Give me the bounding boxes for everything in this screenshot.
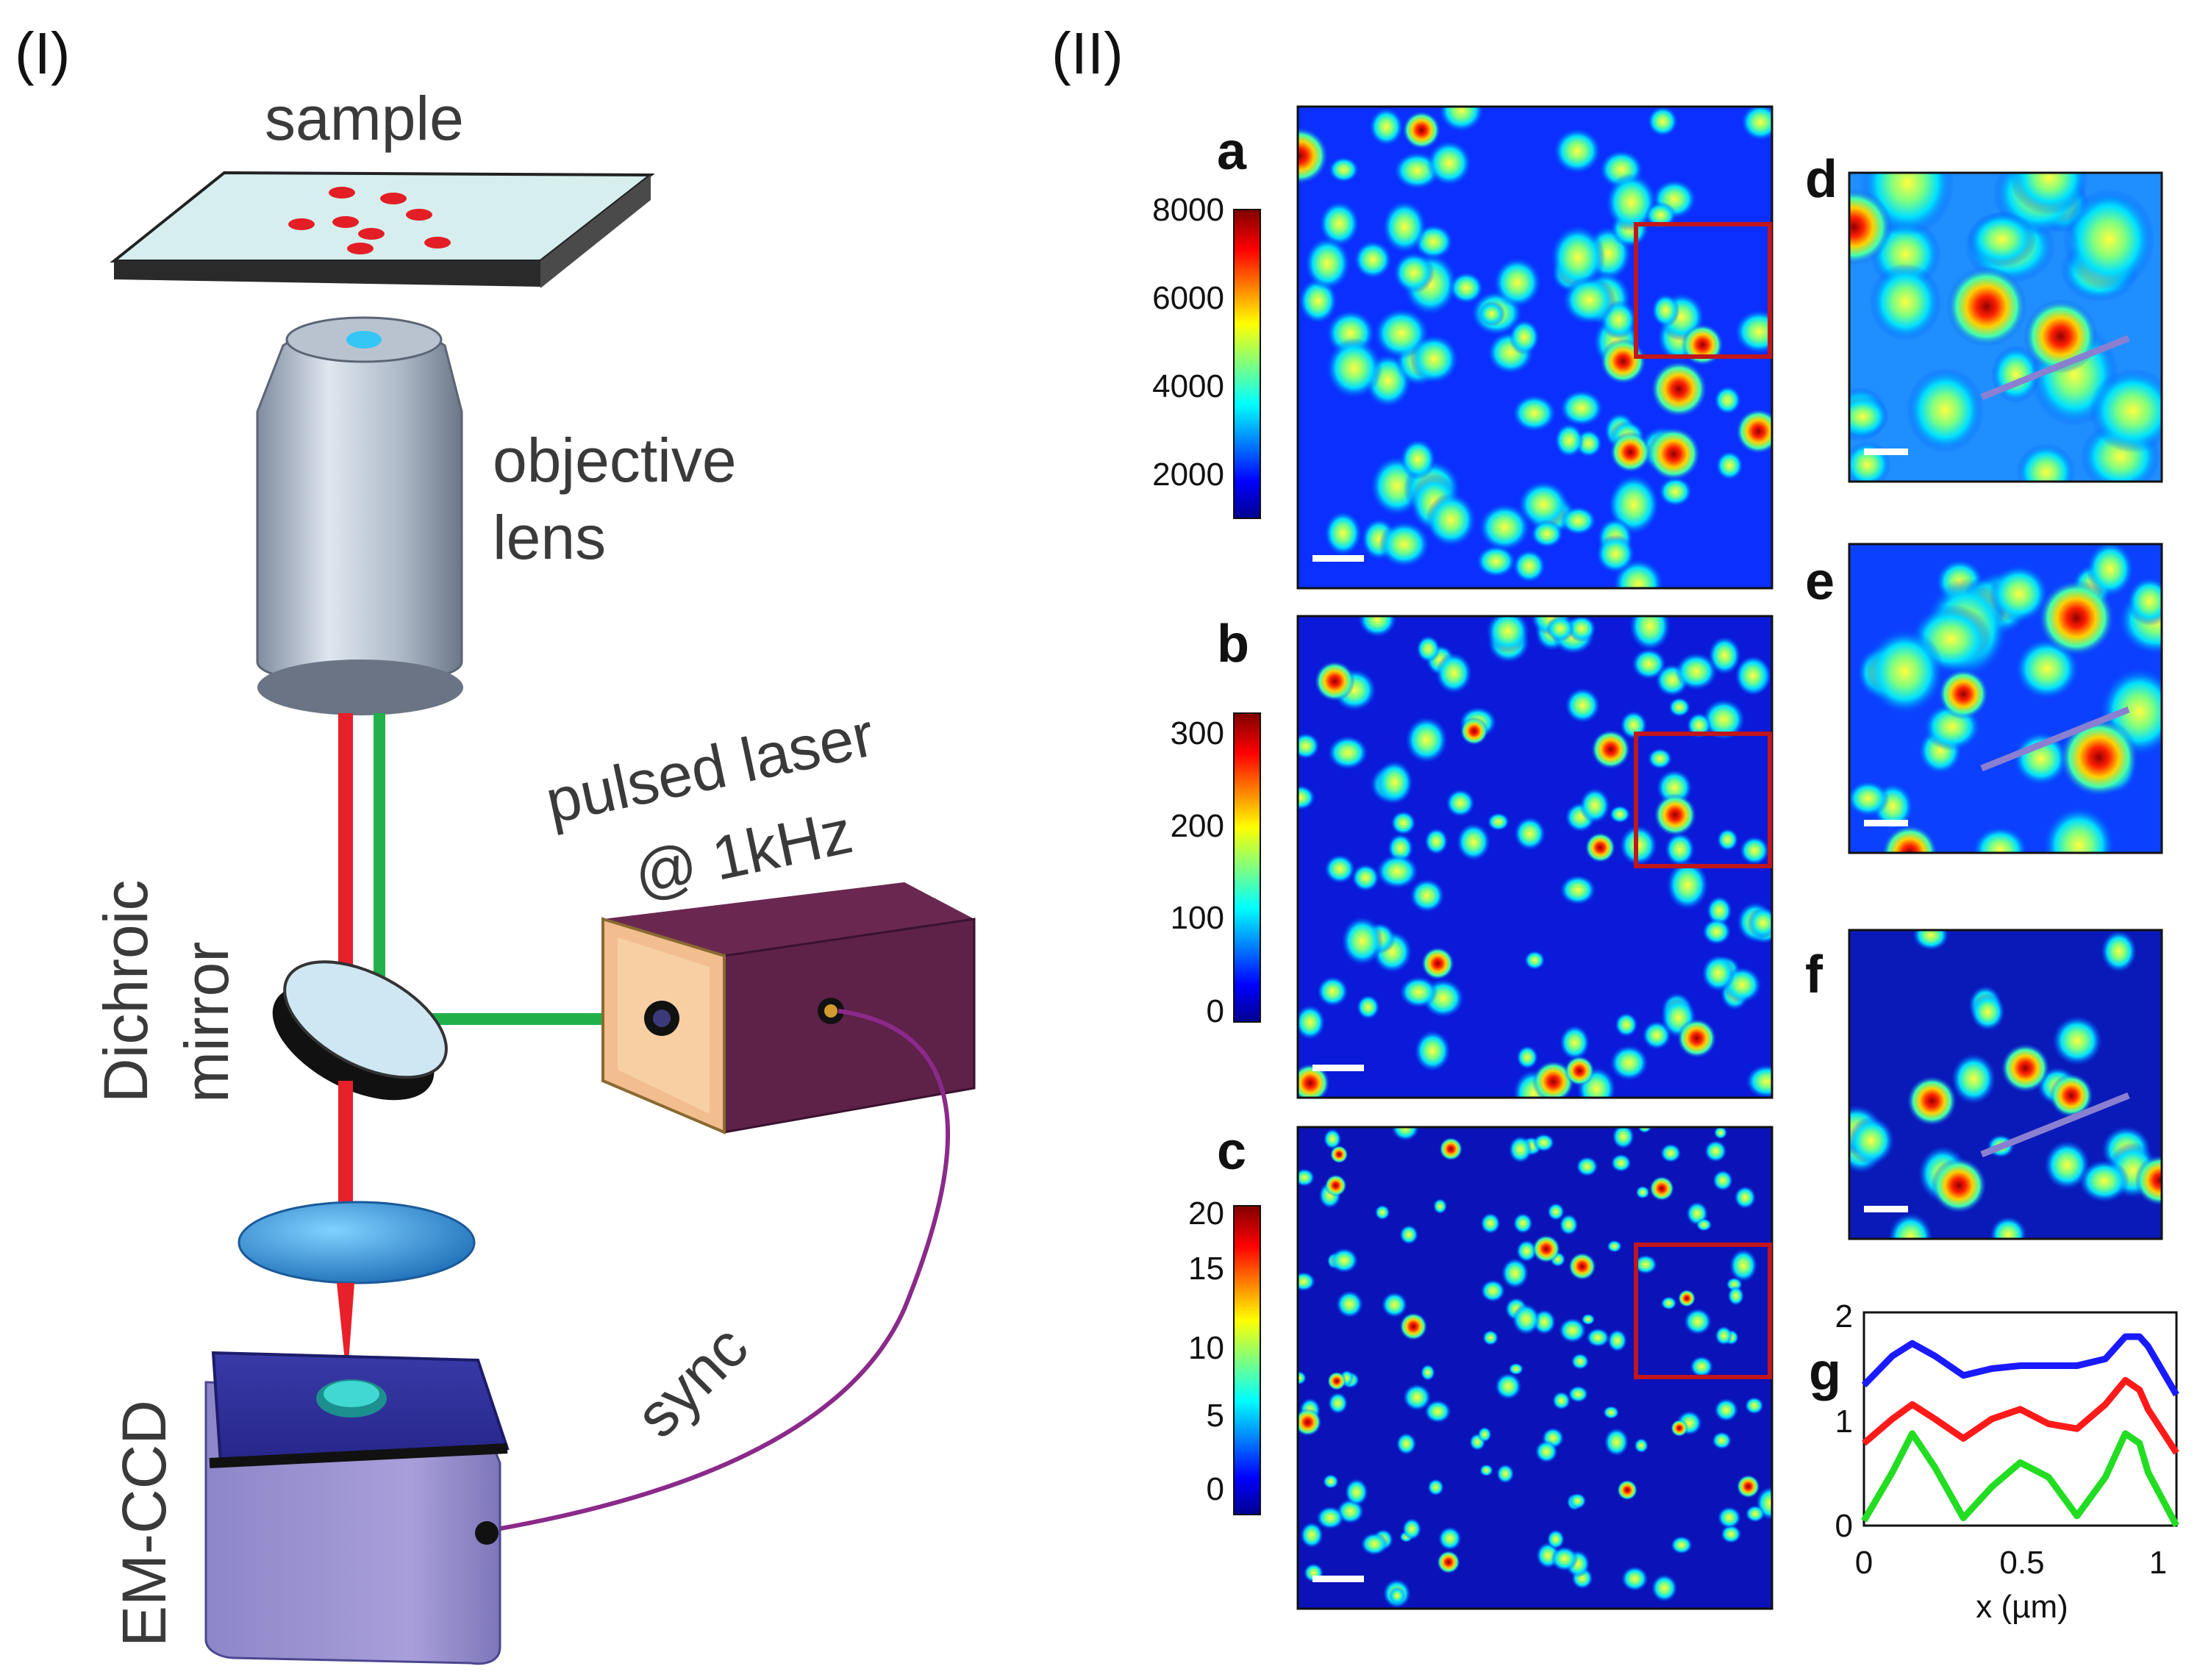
profile-xtick-0: 0 (1855, 1545, 1873, 1581)
objective-label-line1: objective (493, 426, 737, 495)
red-beam-middle (338, 1081, 353, 1213)
profile-series-3 (1861, 1430, 2179, 1528)
colorbar-c (1233, 1205, 1261, 1515)
pulsed-laser (601, 882, 976, 1135)
sync-cable (496, 1009, 951, 1531)
heatmap-d (1848, 171, 2163, 483)
panel-g-profile-plot: 2 1 0 0 0.5 1 x (µm) (1835, 1298, 2179, 1625)
panel-letter-a: a (1217, 122, 1247, 181)
colorbar-c-tick-4: 5 (1207, 1398, 1224, 1434)
heatmap-e (1848, 543, 2163, 854)
scale-bar (1864, 820, 1908, 826)
panel-letter-f: f (1805, 946, 1824, 1004)
panel-letter-d: d (1805, 150, 1837, 209)
heatmap-b (1296, 615, 1774, 1099)
part-label-left: (I) (15, 21, 71, 86)
panel-letter-b: b (1217, 615, 1249, 673)
scale-bar (1312, 1576, 1364, 1582)
scale-bar (1864, 448, 1908, 455)
profile-series (1861, 1333, 2179, 1528)
colorbar-a (1233, 209, 1261, 519)
colorbar-b-tick-2: 200 (1171, 808, 1224, 844)
heatmap-panels (1296, 105, 2163, 1610)
profile-ytick-0: 0 (1835, 1508, 1853, 1544)
roi-box (1634, 732, 1772, 868)
em-ccd-camera (204, 1351, 510, 1665)
line-profile-marker (1980, 335, 2130, 401)
colorbar-a-tick-1: 8000 (1152, 192, 1224, 228)
mirror-label-line2: mirror (172, 942, 241, 1103)
red-beam-upper (338, 713, 353, 1000)
heatmap-a (1296, 105, 1774, 590)
sync-label: sync (622, 1312, 761, 1451)
sample-slide (110, 171, 655, 288)
scale-bar (1864, 1206, 1908, 1212)
part-label-right: (II) (1051, 21, 1124, 86)
profile-xtick-0-5: 0.5 (1999, 1545, 2044, 1581)
colorbar-a-tick-3: 4000 (1152, 368, 1224, 404)
roi-box (1634, 1243, 1772, 1379)
scale-bar (1312, 555, 1364, 562)
heatmap-f (1848, 929, 2163, 1240)
camera-label: EM-CCD (110, 1400, 179, 1647)
colorbar-c-tick-2: 15 (1188, 1251, 1224, 1287)
roi-box (1634, 222, 1772, 359)
colorbar-b-tick-3: 100 (1171, 900, 1224, 936)
profile-series-1 (1861, 1333, 2179, 1397)
colorbar-b-tick-1: 300 (1171, 715, 1224, 751)
colorbar-c-tick-5: 0 (1207, 1471, 1224, 1507)
profile-xtick-1: 1 (2149, 1545, 2167, 1581)
green-beam-horizontal (374, 1013, 660, 1025)
panel-letter-g: g (1809, 1343, 1841, 1401)
tube-lens (237, 1201, 476, 1284)
profile-ytick-1: 1 (1835, 1404, 1853, 1440)
scale-bar (1312, 1065, 1364, 1071)
colorbar-a-tick-2: 6000 (1152, 280, 1224, 316)
mirror-label-line1: Dichroic (91, 880, 160, 1103)
line-profile-marker (1980, 706, 2130, 772)
heatmap-c (1296, 1126, 1774, 1610)
profile-ytick-2: 2 (1835, 1298, 1853, 1334)
panel-letter-c: c (1217, 1122, 1246, 1181)
red-beam-focus (337, 1283, 354, 1382)
objective-label-line2: lens (493, 503, 606, 572)
objective-lens (256, 316, 463, 715)
profile-xlabel: x (µm) (1976, 1589, 2068, 1625)
sample-label: sample (265, 84, 464, 153)
line-profile-marker (1980, 1092, 2130, 1158)
colorbar-b (1233, 712, 1261, 1023)
colorbar-a-tick-4: 2000 (1152, 457, 1224, 493)
colorbar-c-tick-3: 10 (1188, 1330, 1224, 1366)
colorbar-c-tick-1: 20 (1188, 1195, 1224, 1232)
panel-letter-e: e (1805, 552, 1835, 611)
profile-series-2 (1862, 1376, 2179, 1455)
dichroic-mirror (272, 960, 448, 1101)
green-beam-vertical (374, 713, 385, 1022)
colorbar-b-tick-4: 0 (1207, 993, 1224, 1029)
